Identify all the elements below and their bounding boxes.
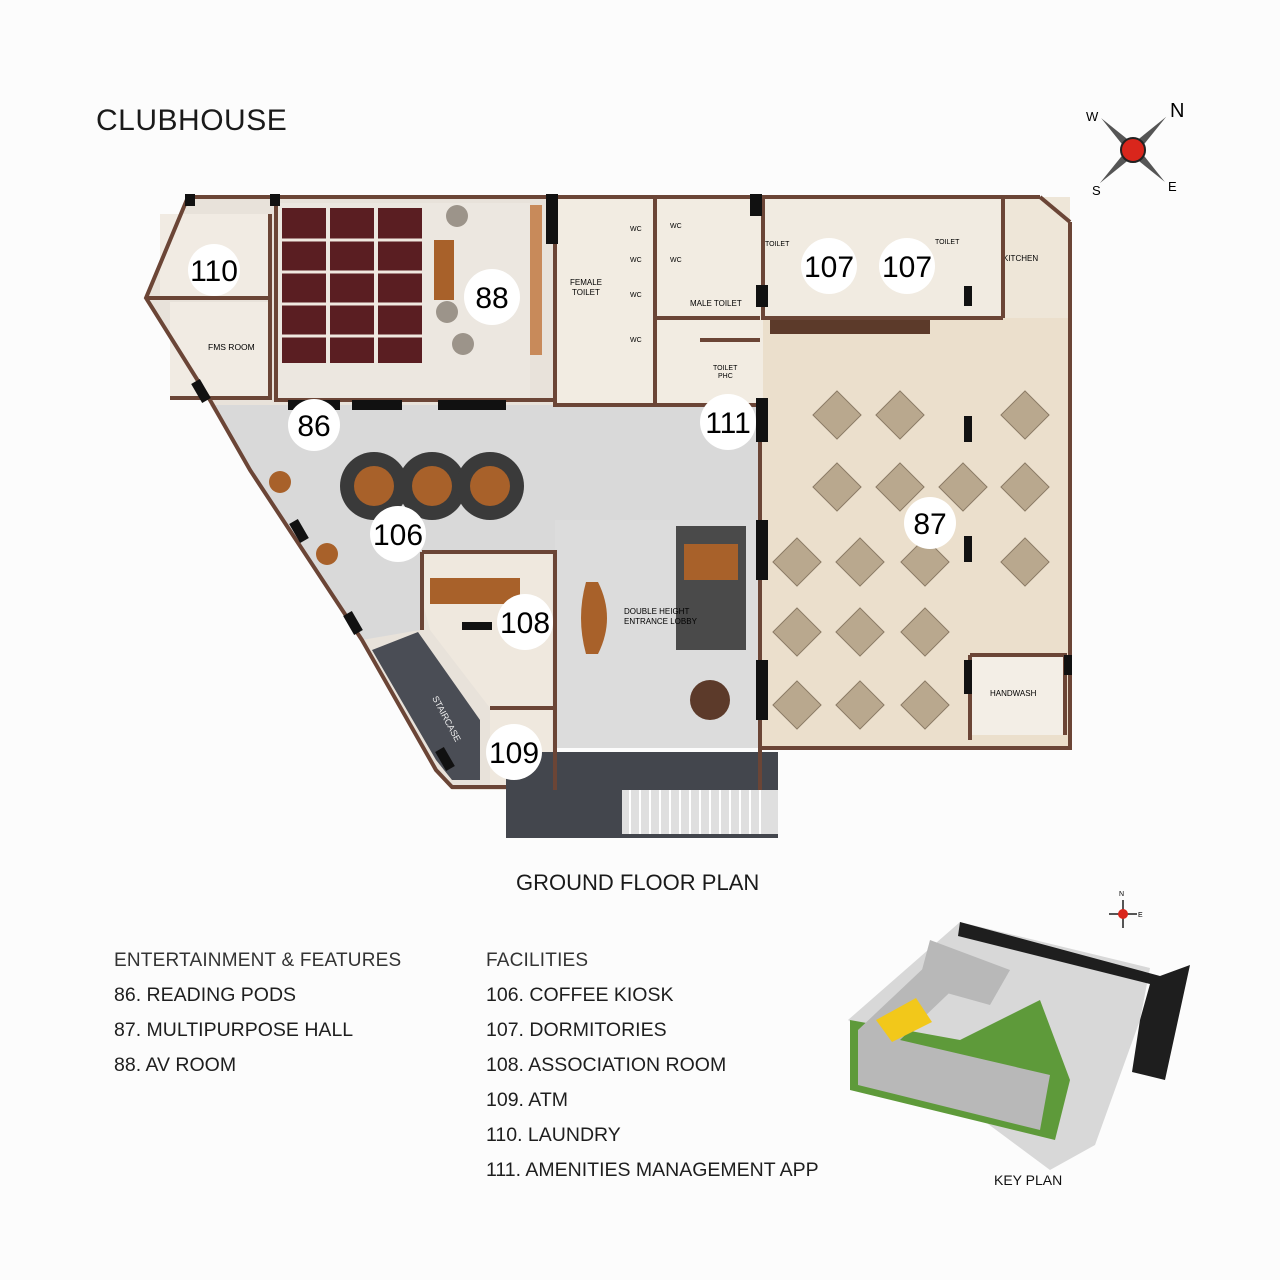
handwash-floor	[970, 655, 1065, 735]
hall-tables	[772, 390, 1050, 730]
toilet-block-floor	[555, 197, 763, 405]
legend-item: 86. READING PODS	[114, 984, 297, 1006]
hall-counter	[770, 318, 930, 334]
marker-109: 109	[486, 724, 542, 780]
lobby-round-table	[690, 680, 730, 720]
marker-88: 88	[464, 269, 520, 325]
compass-south-label: S	[1092, 183, 1101, 198]
lobby-label-1: DOUBLE HEIGHT	[624, 607, 689, 616]
dorm-toilet-label-2: TOILET	[935, 239, 960, 246]
av-room-screen	[530, 205, 542, 355]
legend-item: 108. ASSOCIATION ROOM	[486, 1054, 727, 1076]
legend-item: 107. DORMITORIES	[486, 1019, 667, 1041]
svg-text:107: 107	[804, 251, 854, 284]
marker-111: 111	[700, 394, 756, 450]
av-room-seating	[282, 208, 422, 363]
legend-item: 88. AV ROOM	[114, 1054, 237, 1076]
legend-facilities-heading: FACILITIES	[486, 950, 589, 971]
svg-text:106: 106	[373, 519, 423, 552]
wc-label-2: WC	[630, 257, 642, 264]
svg-text:86: 86	[297, 410, 330, 443]
key-plan-n: N	[1119, 891, 1124, 898]
marker-108: 108	[497, 594, 553, 650]
staircase	[372, 632, 480, 780]
key-plan-road	[958, 922, 1190, 1080]
lobby-desk	[581, 582, 607, 654]
wall-columns	[185, 194, 1072, 772]
fms-room-label: FMS ROOM	[208, 342, 255, 352]
wc-label-3: WC	[630, 292, 642, 299]
kitchen-floor	[1003, 197, 1070, 318]
marble-floor	[210, 405, 760, 640]
svg-text:109: 109	[489, 737, 539, 770]
svg-text:111: 111	[705, 407, 751, 440]
toilet-phc-label-2: PHC	[718, 373, 733, 380]
legend-entertainment-heading: ENTERTAINMENT & FEATURES	[114, 950, 402, 971]
fms-room	[170, 302, 270, 398]
kitchen-label: KITCHEN	[1003, 254, 1038, 263]
marker-86: 86	[288, 399, 340, 451]
compass-east-label: E	[1168, 179, 1177, 194]
female-toilet-label-1: FEMALE	[570, 278, 602, 287]
legend-item: 110. LAUNDRY	[486, 1124, 621, 1146]
compass-center-dot	[1120, 137, 1146, 163]
marker-110: 110	[188, 244, 240, 296]
female-toilet-label-2: TOILET	[572, 288, 600, 297]
wc-label-1: WC	[630, 226, 642, 233]
key-plan-compass: N E	[1109, 891, 1143, 928]
legend-entertainment: ENTERTAINMENT & FEATURES 86. READING POD…	[114, 950, 401, 1089]
hall-pillars	[964, 416, 972, 562]
svg-text:108: 108	[500, 607, 550, 640]
wc-label-5: WC	[670, 223, 682, 230]
entrance-steps	[622, 790, 778, 834]
coffee-kiosk-tables	[269, 452, 524, 565]
room-markers: 110 88 107 107 86 111 106 87 108 109	[188, 238, 956, 780]
compass-north-label: N	[1170, 100, 1184, 122]
lobby-label-2: ENTRANCE LOBBY	[624, 617, 698, 626]
compass-west-label: W	[1086, 109, 1099, 124]
association-room-desk	[462, 622, 492, 630]
legend-item: 87. MULTIPURPOSE HALL	[114, 1019, 354, 1041]
page-title: CLUBHOUSE	[96, 104, 288, 137]
marker-87: 87	[904, 497, 956, 549]
dorm-toilet-label-1: TOILET	[765, 241, 790, 248]
association-room-table	[430, 578, 520, 604]
marker-107a: 107	[801, 238, 857, 294]
key-plan: N E	[848, 891, 1190, 1170]
toilet-phc-label-1: TOILET	[713, 365, 738, 372]
wc-label-4: WC	[630, 337, 642, 344]
ground-floor-plan: FMS ROOM FEMALE TOILET MALE TOILET WC WC…	[143, 194, 1072, 838]
legend-item: 106. COFFEE KIOSK	[486, 984, 674, 1006]
key-plan-highlight	[876, 998, 932, 1042]
marker-107b: 107	[879, 238, 935, 294]
key-plan-building-top	[918, 940, 1010, 1005]
legend-item: 111. AMENITIES MANAGEMENT APP	[486, 1159, 819, 1181]
key-plan-label: KEY PLAN	[994, 1172, 1063, 1188]
legend-facilities: FACILITIES 106. COFFEE KIOSK 107. DORMIT…	[486, 950, 819, 1194]
plan-subtitle: GROUND FLOOR PLAN	[516, 870, 760, 895]
compass-rose: N W E S	[1086, 100, 1184, 198]
marker-106: 106	[370, 506, 426, 562]
av-room-console	[434, 240, 454, 300]
wc-label-6: WC	[670, 257, 682, 264]
handwash-label: HANDWASH	[990, 689, 1037, 698]
key-plan-e: E	[1138, 912, 1143, 919]
legend-item: 109. ATM	[486, 1089, 569, 1111]
svg-text:87: 87	[913, 508, 946, 541]
svg-text:88: 88	[475, 282, 508, 315]
svg-text:110: 110	[190, 255, 238, 288]
male-toilet-label: MALE TOILET	[690, 299, 742, 308]
svg-text:107: 107	[882, 251, 932, 284]
